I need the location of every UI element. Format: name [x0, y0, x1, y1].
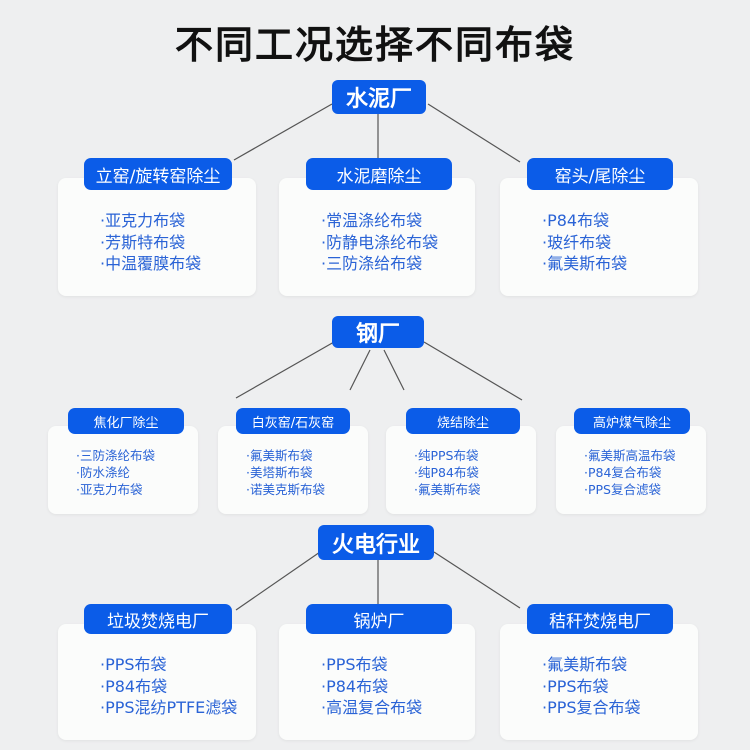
branch-item: ·美塔斯布袋	[246, 464, 313, 480]
branch-item: ·氟美斯高温布袋	[584, 448, 676, 463]
branch-item-list: ·纯PPS布袋·纯P84布袋·氟美斯布袋	[386, 448, 536, 499]
branch-item-list: ·氟美斯高温布袋·P84复合布袋·PPS复合滤袋	[556, 448, 706, 499]
section-hub: 水泥厂	[332, 80, 426, 114]
branch-card: ·PPS布袋 ·P84布袋·高温复合布袋	[279, 624, 475, 740]
branch-item: ·三防涤纶布袋	[76, 448, 155, 463]
branch-label: 秸秆焚烧电厂	[527, 604, 673, 634]
branch-item: ·PPS布袋	[542, 676, 609, 696]
connector-line	[233, 103, 333, 161]
branch-item: ·亚克力布袋	[100, 211, 186, 230]
branch-item: ·常温涤纶布袋	[321, 211, 423, 230]
connector-line	[383, 349, 405, 391]
branch-item: ·PPS复合滤袋	[584, 481, 661, 497]
branch-label: 垃圾焚烧电厂	[84, 604, 232, 634]
connector-line	[235, 341, 335, 399]
section-hub: 钢厂	[332, 316, 424, 348]
branch-label: 窑头/尾除尘	[527, 158, 673, 190]
branch-item-list: ·PPS布袋 ·P84布袋·PPS混纺PTFE滤袋	[58, 654, 256, 719]
branch-card: ·亚克力布袋 ·芳斯特布袋·中温覆膜布袋	[58, 178, 256, 296]
branch-card: ·氟美斯高温布袋·P84复合布袋·PPS复合滤袋	[556, 426, 706, 514]
connector-line	[427, 103, 521, 163]
branch-item: ·诺美克斯布袋	[246, 481, 325, 497]
branch-item-list: ·P84布袋 ·玻纤布袋·氟美斯布袋	[500, 210, 698, 275]
branch-item-list: ·氟美斯布袋 ·PPS布袋·PPS复合布袋	[500, 654, 698, 719]
branch-card: ·氟美斯布袋 ·PPS布袋·PPS复合布袋	[500, 624, 698, 740]
branch-item: ·亚克力布袋	[76, 481, 143, 497]
branch-item: ·P84复合布袋	[584, 464, 662, 480]
branch-label: 锅炉厂	[306, 604, 452, 634]
branch-item: ·芳斯特布袋	[100, 232, 186, 252]
branch-item: ·氟美斯布袋	[246, 448, 313, 463]
branch-item: ·纯P84布袋	[414, 464, 479, 480]
branch-card: ·氟美斯布袋·美塔斯布袋·诺美克斯布袋	[218, 426, 368, 514]
page-title: 不同工况选择不同布袋	[174, 23, 575, 67]
branch-card: ·P84布袋 ·玻纤布袋·氟美斯布袋	[500, 178, 698, 296]
branch-label: 白灰窑/石灰窑	[236, 408, 350, 434]
branch-card: ·纯PPS布袋·纯P84布袋·氟美斯布袋	[386, 426, 536, 514]
branch-item-list: ·亚克力布袋 ·芳斯特布袋·中温覆膜布袋	[58, 210, 256, 275]
connector-line	[423, 341, 523, 401]
branch-item-list: ·氟美斯布袋·美塔斯布袋·诺美克斯布袋	[218, 448, 368, 499]
branch-item: ·PPS混纺PTFE滤袋	[100, 698, 238, 718]
branch-item: ·氟美斯布袋	[414, 481, 481, 497]
branch-item-list: ·三防涤纶布袋·防水涤纶·亚克力布袋	[48, 448, 198, 499]
branch-item: ·PPS布袋	[100, 655, 167, 674]
branch-item: ·氟美斯布袋	[542, 254, 628, 274]
branch-item: ·P84布袋	[542, 211, 610, 230]
branch-item: ·PPS复合布袋	[542, 698, 641, 718]
branch-item: ·P84布袋	[100, 676, 168, 696]
branch-card: ·三防涤纶布袋·防水涤纶·亚克力布袋	[48, 426, 198, 514]
branch-item: ·中温覆膜布袋	[100, 254, 202, 274]
branch-item: ·三防涤给布袋	[321, 254, 423, 274]
branch-item: ·防静电涤纶布袋	[321, 232, 439, 252]
branch-label: 焦化厂除尘	[68, 408, 184, 434]
branch-item-list: ·常温涤纶布袋 ·防静电涤纶布袋·三防涤给布袋	[279, 210, 475, 275]
branch-item: ·防水涤纶	[76, 464, 130, 480]
connector-line	[235, 551, 321, 611]
branch-label: 烧结除尘	[406, 408, 520, 434]
branch-card: ·PPS布袋 ·P84布袋·PPS混纺PTFE滤袋	[58, 624, 256, 740]
branch-item: ·PPS布袋	[321, 655, 388, 674]
branch-item-list: ·PPS布袋 ·P84布袋·高温复合布袋	[279, 654, 475, 719]
branch-item: ·玻纤布袋	[542, 232, 612, 252]
branch-label: 立窑/旋转窑除尘	[84, 158, 232, 190]
branch-label: 水泥磨除尘	[306, 158, 452, 190]
branch-item: ·纯PPS布袋	[414, 448, 479, 463]
branch-label: 高炉煤气除尘	[574, 408, 690, 434]
branch-item: ·高温复合布袋	[321, 698, 423, 718]
connector-line	[349, 349, 371, 391]
section-hub: 火电行业	[318, 525, 434, 560]
branch-item: ·氟美斯布袋	[542, 655, 628, 674]
connector-line	[433, 551, 521, 609]
branch-card: ·常温涤纶布袋 ·防静电涤纶布袋·三防涤给布袋	[279, 178, 475, 296]
branch-item: ·P84布袋	[321, 676, 389, 696]
